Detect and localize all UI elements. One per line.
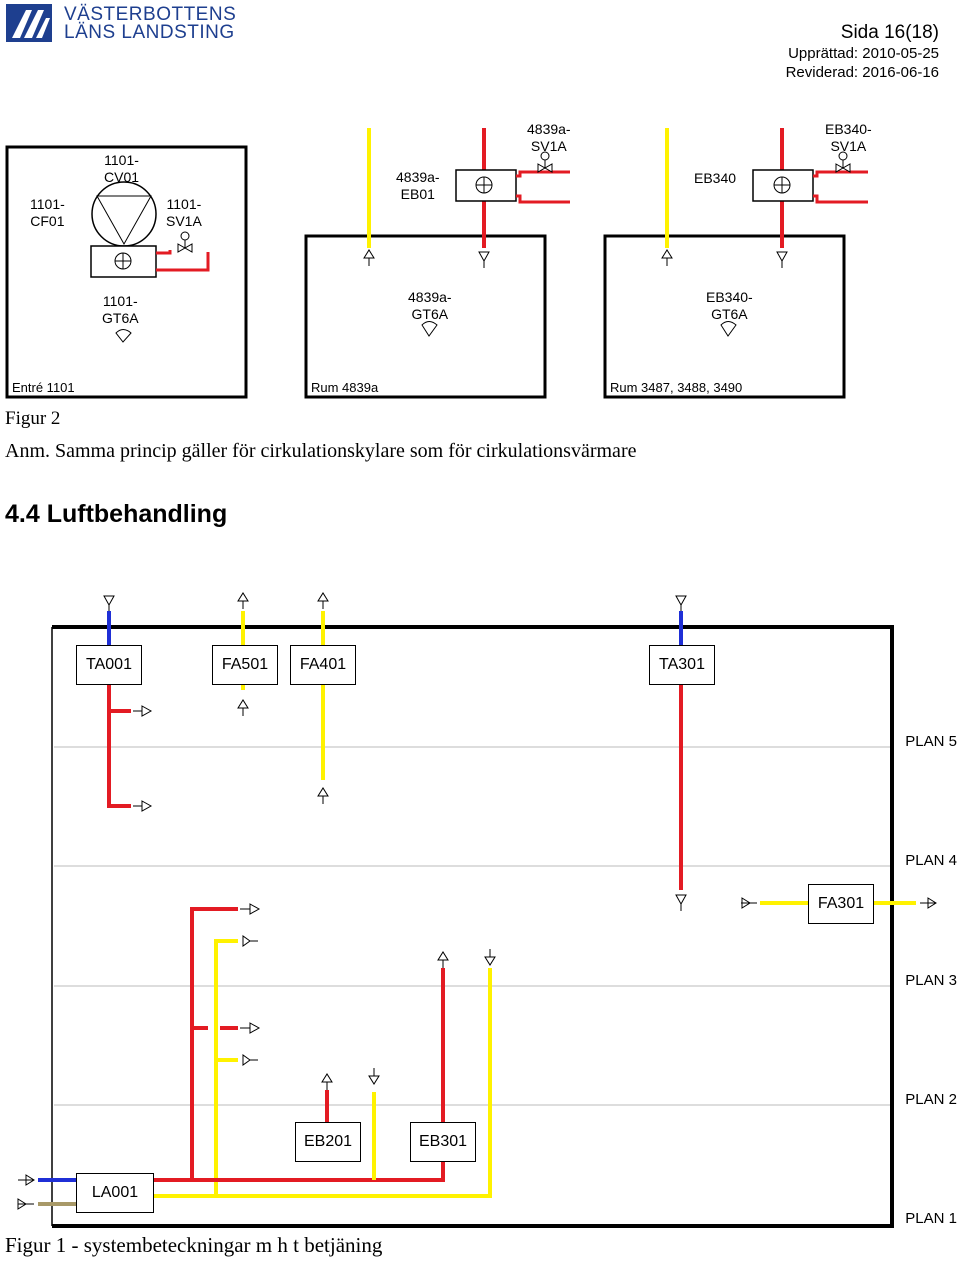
- figure2-caption: Figur 2: [5, 408, 61, 429]
- label-1101-sv1a: 1101- SV1A: [166, 196, 202, 229]
- figure2-note: Anm. Samma princip gäller för cirkulatio…: [5, 440, 637, 462]
- room-box-3487: [603, 234, 846, 399]
- thermostat-1101: [115, 329, 132, 343]
- plan-label-1: PLAN 1: [905, 1210, 957, 1227]
- plan-label-3: PLAN 3: [905, 972, 957, 989]
- unit-fa501: FA501: [212, 645, 278, 685]
- unit-ta301: TA301: [649, 645, 715, 685]
- label-4839a-sv1a: 4839a- SV1A: [527, 121, 571, 154]
- room-box-4839a: [304, 234, 547, 399]
- unit-la001: LA001: [76, 1173, 154, 1213]
- page-number: Sida 16(18): [840, 22, 939, 43]
- thermostat-eb340: [720, 321, 737, 337]
- created-date: Upprättad: 2010-05-25: [788, 45, 939, 62]
- unit-fa401: FA401: [290, 645, 356, 685]
- section-heading: 4.4 Luftbehandling: [5, 500, 228, 528]
- unit-fa301: FA301: [808, 884, 874, 924]
- plan-label-4: PLAN 4: [905, 852, 957, 869]
- figure2-diagram: [5, 128, 868, 399]
- label-eb340-gt6a: EB340- GT6A: [706, 289, 753, 322]
- unit-eb201: EB201: [295, 1122, 361, 1162]
- revised-date: Reviderad: 2016-06-16: [785, 64, 939, 81]
- label-4839a-gt6a: 4839a- GT6A: [408, 289, 452, 322]
- room-box-entre: [5, 145, 248, 399]
- room-entre: Entré 1101: [12, 380, 75, 395]
- label-4839a-eb01: 4839a- EB01: [396, 169, 440, 202]
- label-eb340: EB340: [694, 170, 737, 186]
- label-1101-cv01: 1101- CV01: [104, 152, 140, 185]
- label-1101-cf01: 1101- CF01: [30, 196, 65, 229]
- thermostat-4839a: [421, 321, 438, 337]
- pump-triangle: [96, 195, 152, 246]
- room-3487: Rum 3487, 3488, 3490: [610, 380, 743, 395]
- logo-line1: VÄSTERBOTTENS: [64, 4, 237, 25]
- room-4839a: Rum 4839a: [311, 380, 379, 395]
- logo-line2: LÄNS LANDSTING: [64, 22, 235, 43]
- plan-label-5: PLAN 5: [905, 733, 957, 750]
- unit-eb301: EB301: [410, 1122, 476, 1162]
- label-1101-gt6a: 1101- GT6A: [102, 293, 139, 326]
- figure1-caption: Figur 1 - systembeteckningar m h t betjä…: [5, 1233, 383, 1257]
- logo-mark-icon: [6, 4, 52, 42]
- unit-ta001: TA001: [76, 645, 142, 685]
- plan-label-2: PLAN 2: [905, 1091, 957, 1108]
- label-eb340-sv1a: EB340- SV1A: [825, 121, 872, 154]
